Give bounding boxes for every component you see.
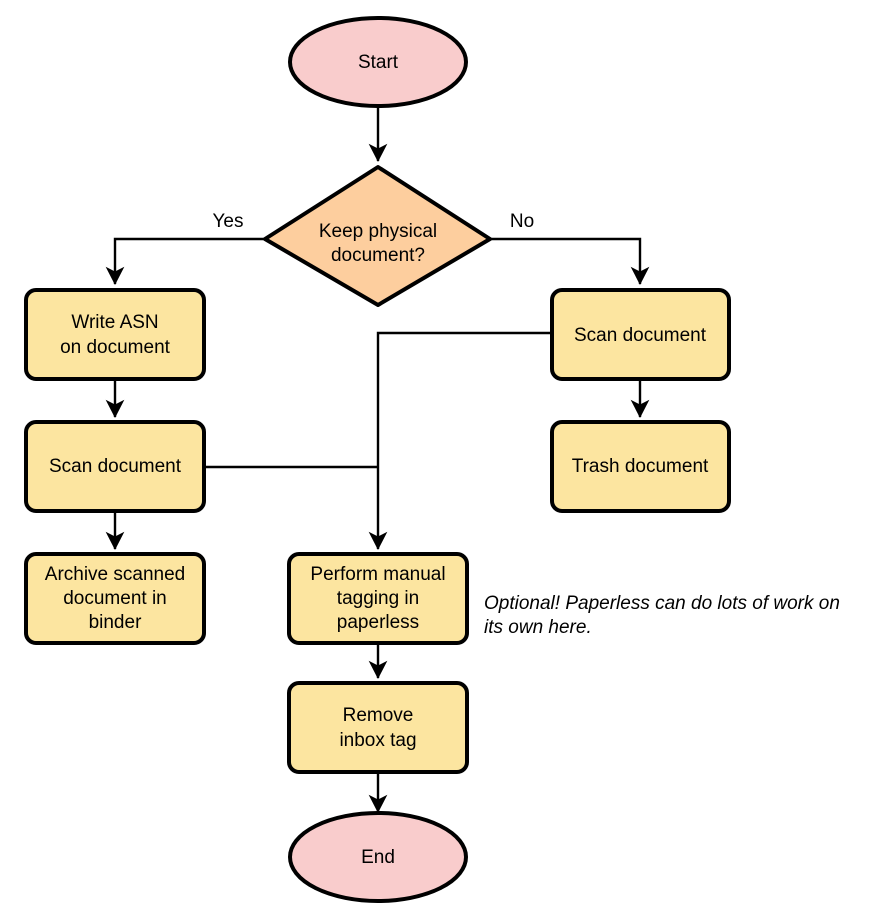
archive-label-line1: Archive scanned	[45, 564, 185, 585]
trash-document-box-shape	[550, 420, 731, 513]
remove-inbox-label-line1: Remove	[343, 705, 414, 726]
edge-decision-no-to-scan-right	[490, 237, 650, 285]
edge-scan-right-to-tagging	[368, 331, 552, 550]
node-scan-document-right[interactable]: Scan document	[550, 288, 731, 381]
edge-label-yes: Yes	[213, 211, 244, 232]
start-label: Start	[358, 52, 399, 73]
end-label: End	[361, 847, 395, 868]
edge-decision-yes-to-write-asn	[105, 237, 265, 285]
edge-labels-layer: Yes No	[213, 211, 535, 232]
archive-label-line2: document in	[63, 588, 167, 609]
write-asn-label-line1: Write ASN	[71, 312, 158, 333]
node-end[interactable]: End	[288, 811, 468, 903]
decision-label-line2: document?	[331, 245, 425, 266]
node-archive-scanned-document[interactable]: Archive scanned document in binder	[24, 552, 206, 645]
annotation-line1: Optional! Paperless can do lots of work …	[484, 593, 840, 614]
annotation-line2: its own here.	[484, 617, 592, 638]
write-asn-box-shape	[24, 288, 206, 381]
start-ellipse-shape	[288, 16, 468, 108]
trash-document-label: Trash document	[572, 456, 709, 477]
decision-label-line1: Keep physical	[319, 221, 437, 242]
node-remove-inbox-tag[interactable]: Remove inbox tag	[287, 681, 469, 774]
node-decision-keep-physical-document[interactable]: Keep physical document?	[263, 165, 492, 307]
node-start[interactable]: Start	[288, 16, 468, 108]
tagging-label-line3: paperless	[337, 612, 419, 633]
annotation-optional-paperless: Optional! Paperless can do lots of work …	[484, 593, 840, 638]
node-write-asn-on-document[interactable]: Write ASN on document	[24, 288, 206, 381]
node-trash-document[interactable]: Trash document	[550, 420, 731, 513]
archive-label-line3: binder	[89, 612, 142, 633]
decision-diamond-shape	[263, 165, 492, 307]
tagging-label-line2: tagging in	[337, 588, 419, 609]
remove-inbox-label-line2: inbox tag	[339, 730, 416, 751]
remove-inbox-box-shape	[287, 681, 469, 774]
edges-layer	[105, 104, 650, 813]
node-scan-document-left[interactable]: Scan document	[24, 420, 206, 513]
node-perform-manual-tagging[interactable]: Perform manual tagging in paperless	[287, 552, 469, 645]
edge-label-no: No	[510, 211, 534, 232]
write-asn-label-line2: on document	[60, 337, 171, 358]
scan-document-right-box-shape	[550, 288, 731, 381]
archive-box-shape	[24, 552, 206, 645]
end-ellipse-shape	[288, 811, 468, 903]
tagging-box-shape	[287, 552, 469, 645]
tagging-label-line1: Perform manual	[310, 564, 445, 585]
scan-document-left-label: Scan document	[49, 456, 182, 477]
scan-document-left-box-shape	[24, 420, 206, 513]
scan-document-right-label: Scan document	[574, 325, 707, 346]
